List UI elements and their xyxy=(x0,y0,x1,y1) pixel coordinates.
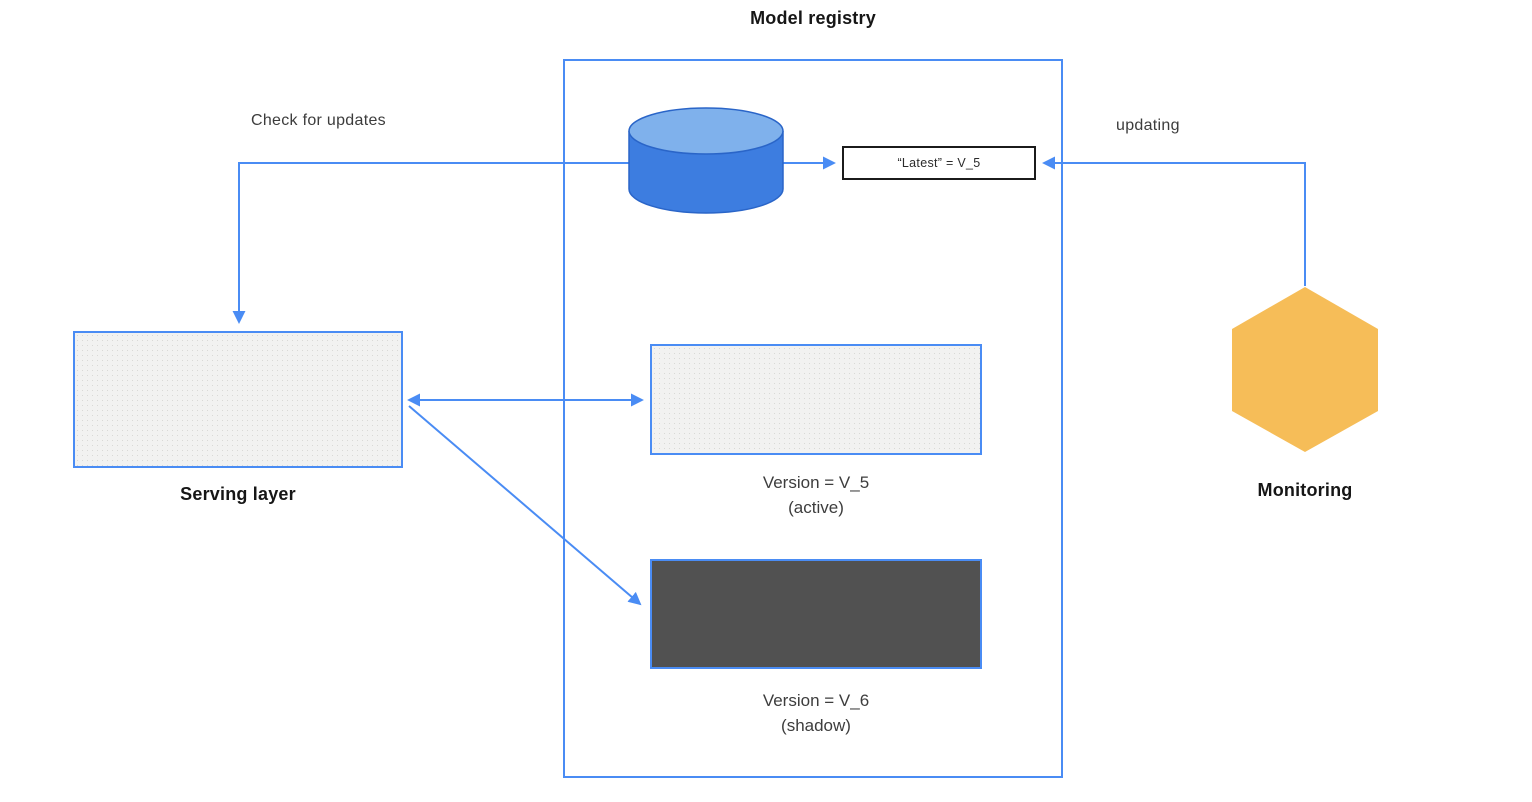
monitoring-label: Monitoring xyxy=(1257,480,1353,500)
latest-pointer-box: “Latest” = V_5 xyxy=(842,146,1036,180)
version-v5-label: Version = V_5 (active) xyxy=(650,470,982,520)
version-v5-label-line2: (active) xyxy=(788,498,844,517)
updating-label: updating xyxy=(1116,117,1180,134)
serving-layer-box xyxy=(73,331,403,468)
version-v6-label-line1: Version = V_6 xyxy=(762,691,870,710)
check-for-updates-label: Check for updates xyxy=(251,112,386,129)
arrow-monitoring-to-latest xyxy=(1042,156,1306,286)
version-v6-label-line2: (shadow) xyxy=(781,716,851,735)
version-v6-box xyxy=(650,559,982,669)
version-v6-label: Version = V_6 (shadow) xyxy=(650,688,982,738)
page-title: Model registry xyxy=(750,8,876,28)
serving-layer-label: Serving layer xyxy=(180,484,296,504)
latest-pointer-label: “Latest” = V_5 xyxy=(897,156,981,170)
version-v5-label-line1: Version = V_5 xyxy=(762,473,870,492)
monitoring-hexagon-icon xyxy=(1232,287,1378,452)
version-v5-box xyxy=(650,344,982,455)
